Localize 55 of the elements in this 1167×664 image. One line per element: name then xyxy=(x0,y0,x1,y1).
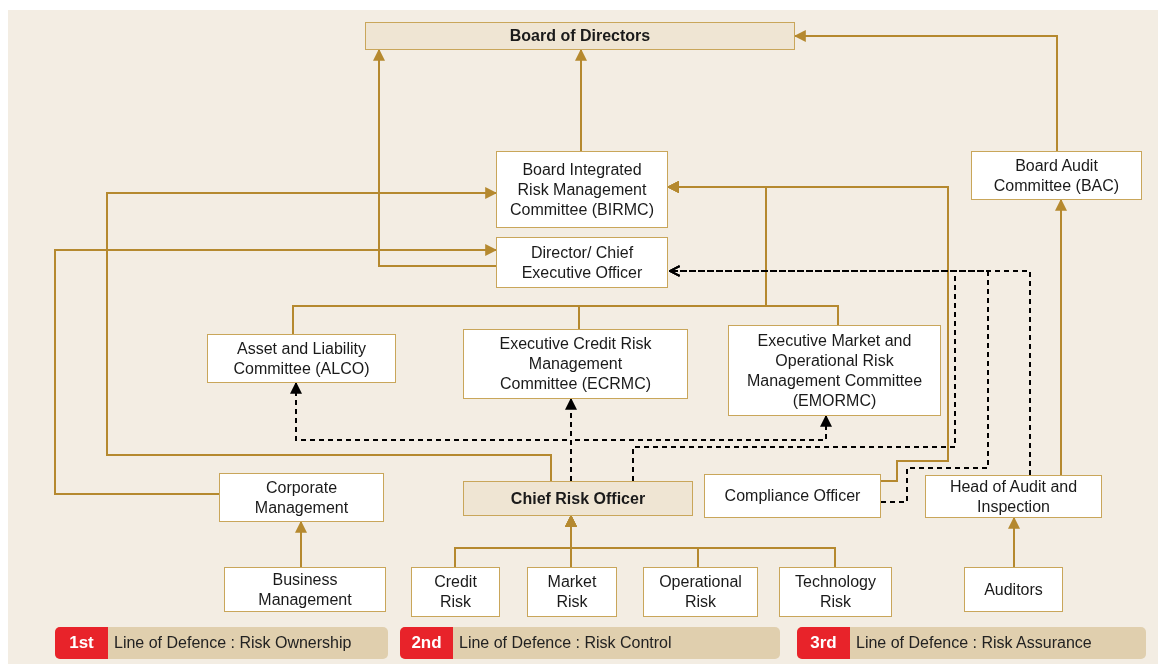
box-label: Technology Risk xyxy=(794,572,877,612)
defence-band xyxy=(400,627,780,659)
process-box xyxy=(779,567,892,617)
line-number-tab: 3rd xyxy=(797,627,850,659)
box-label: Operational Risk xyxy=(658,572,743,612)
process-box xyxy=(463,329,688,399)
process-box xyxy=(224,567,386,612)
process-box xyxy=(411,567,500,617)
box-label: Executive Market and Operational Risk Management Committee (EMORMC) xyxy=(745,330,924,411)
defence-band xyxy=(797,627,1146,659)
box-label: Compliance Officer xyxy=(724,486,861,506)
box-label: Director/ Chief Executive Officer xyxy=(520,242,644,283)
connector-arrow xyxy=(295,520,307,568)
connector-arrow xyxy=(666,181,949,482)
line-number-tab: 2nd xyxy=(400,627,453,659)
connector-arrow xyxy=(1055,198,1067,476)
process-box xyxy=(527,567,617,617)
process-box xyxy=(964,567,1063,612)
defence-band xyxy=(55,627,388,659)
box-label: Business Management xyxy=(257,569,353,610)
process-box xyxy=(728,325,941,416)
box-label: Auditors xyxy=(984,579,1043,600)
process-box xyxy=(971,151,1142,200)
connector-arrow xyxy=(1008,516,1020,568)
connector-arrow xyxy=(54,244,498,495)
box-label: Board of Directors xyxy=(509,26,651,46)
box-label: Credit Risk xyxy=(433,572,478,612)
connector-arrow xyxy=(570,414,832,482)
process-box xyxy=(496,151,668,228)
process-box xyxy=(219,473,384,522)
process-box xyxy=(207,334,396,383)
process-box xyxy=(365,22,795,50)
box-label: Executive Credit Risk Management Committee (ECRMC) xyxy=(498,334,653,394)
box-label: Market Risk xyxy=(546,572,598,612)
box-label: Board Integrated Risk Management Committee (BIRMC) xyxy=(509,159,655,220)
box-label: Asset and Liability Committee (ALCO) xyxy=(232,338,371,379)
connector-arrow xyxy=(106,187,552,482)
process-box xyxy=(704,474,881,518)
line-number-tab: 1st xyxy=(55,627,108,659)
connector-arrow xyxy=(373,48,497,267)
box-label: Board Audit Committee (BAC) xyxy=(992,155,1121,196)
band-label: Line of Defence : Risk Assurance xyxy=(855,633,1092,653)
process-box xyxy=(643,567,758,617)
connector-arrow xyxy=(669,265,1031,476)
box-label: Head of Audit and Inspection xyxy=(948,476,1079,517)
process-box xyxy=(925,475,1102,518)
connector-arrow xyxy=(793,30,1058,152)
band-label: Line of Defence : Risk Control xyxy=(458,633,672,653)
box-label: Corporate Management xyxy=(253,477,350,518)
connector-arrow xyxy=(565,514,836,568)
process-box xyxy=(496,237,668,288)
connector-arrow xyxy=(575,48,587,152)
process-box xyxy=(463,481,693,516)
band-label: Line of Defence : Risk Ownership xyxy=(113,633,352,653)
box-label: Chief Risk Officer xyxy=(510,488,646,509)
